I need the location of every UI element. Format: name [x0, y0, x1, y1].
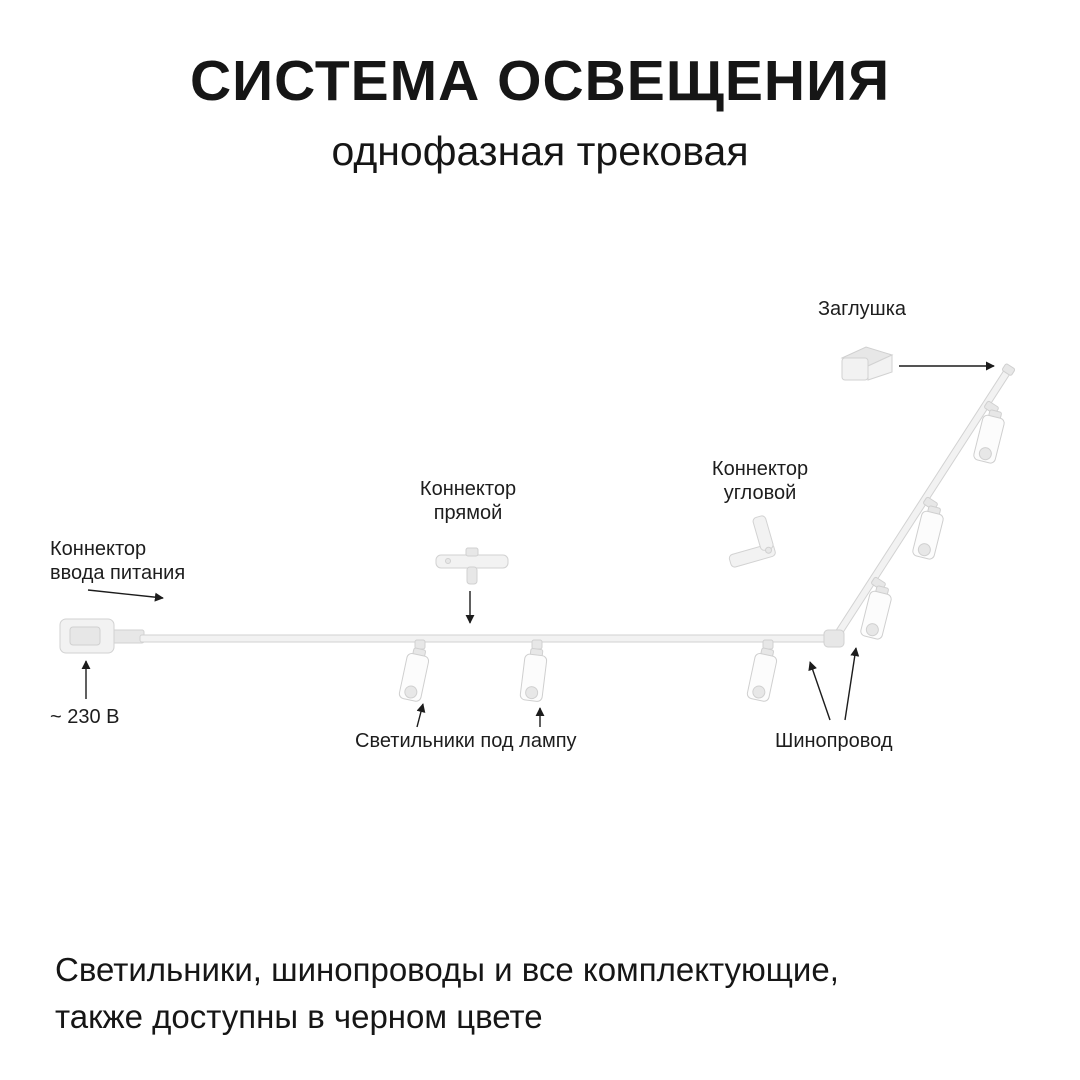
label-power-connector-line2: ввода питания — [50, 562, 186, 584]
footer-note-line1: Светильники, шинопроводы и все комплекту… — [55, 951, 839, 988]
label-straight-connector: Коннектор прямой — [398, 477, 538, 525]
label-track: Шинопровод — [775, 730, 893, 752]
label-straight-connector-line1: Коннектор — [419, 478, 517, 500]
horizontal-track-graphic — [139, 634, 838, 643]
endcap-graphic — [840, 346, 894, 381]
arrow-power-connector — [87, 589, 164, 602]
label-power-connector: Коннектор ввода питания — [50, 537, 230, 585]
label-corner-connector-line1: Коннектор — [711, 458, 809, 480]
label-endcap: Заглушка — [817, 298, 907, 320]
footer-note: Светильники, шинопроводы и все комплекту… — [55, 946, 839, 1040]
straight-connector-graphic — [435, 547, 509, 585]
footer-note-line2: также доступны в черном цвете — [55, 998, 543, 1035]
label-straight-connector-line2: прямой — [433, 502, 503, 524]
arrow-track-right — [844, 647, 860, 721]
angled-track-graphic — [830, 363, 1016, 643]
page-subtitle: однофазная трековая — [331, 128, 749, 174]
corner-connector-graphic — [728, 515, 776, 568]
arrow-track-left — [808, 661, 831, 721]
page-title: СИСТЕМА ОСВЕЩЕНИЯ — [189, 49, 891, 113]
label-corner-connector-line2: угловой — [723, 482, 797, 504]
label-power-connector-line1: Коннектор — [50, 538, 147, 560]
track-spotlight-3 — [746, 639, 778, 702]
track-spotlight-6 — [973, 400, 1005, 464]
track-spotlight-1 — [398, 639, 430, 702]
label-lamps: Светильники под лампу — [355, 730, 577, 752]
arrow-lamp-left — [416, 703, 426, 728]
label-corner-connector: Коннектор угловой — [690, 457, 830, 505]
power-input-connector-graphic — [59, 618, 145, 654]
annotation-arrows — [81, 361, 995, 728]
track-spotlight-4 — [860, 576, 892, 640]
label-voltage: ~ 230 В — [50, 706, 120, 728]
track-spotlight-5 — [912, 496, 944, 560]
track-spotlight-2 — [519, 639, 548, 702]
corner-joint-graphic — [823, 629, 845, 648]
